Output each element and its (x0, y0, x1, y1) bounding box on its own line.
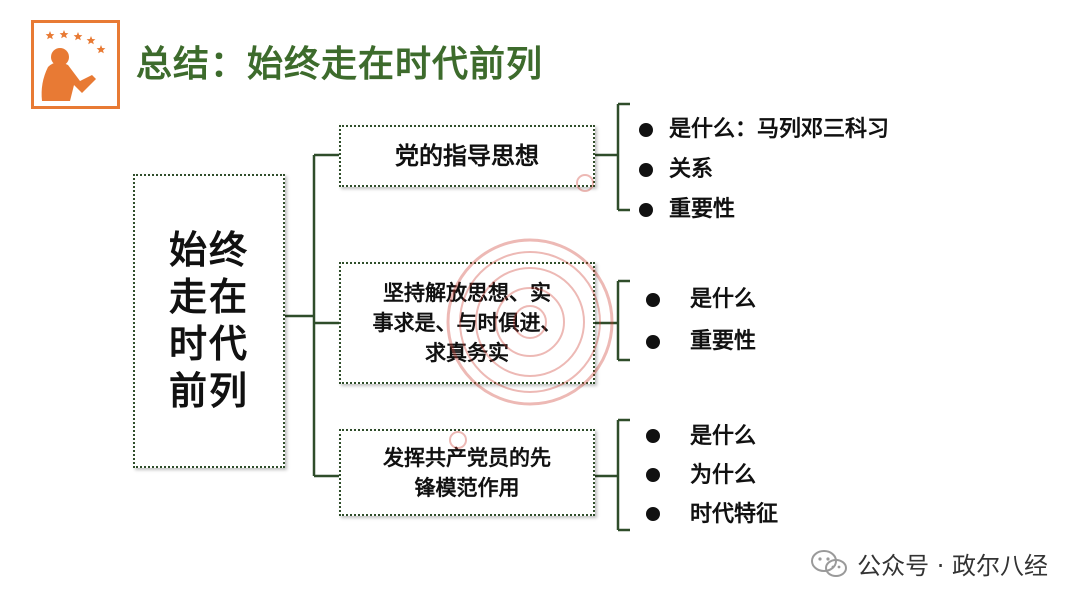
list-item: 是什么 (646, 279, 756, 321)
list-item-text: 关系 (669, 157, 714, 182)
root-node: 始终 走在 时代 前列 (133, 174, 285, 468)
bullet-icon (646, 468, 660, 482)
branch-node-seek-truth: 坚持解放思想、实 事求是、与时俱进、 求真务实 (339, 262, 595, 384)
list-item-text: 时代特征 (690, 502, 779, 527)
account-name: 公众号 · 政尔八经 (857, 552, 1048, 580)
branch-label: 发挥共产党员的先 锋模范作用 (383, 443, 551, 503)
list-item-text: 是什么：马列邓三科习 (669, 117, 890, 142)
root-node-label: 始终 走在 时代 前列 (169, 227, 249, 415)
list-item-text: 重要性 (690, 329, 757, 354)
list-item: 重要性 (646, 321, 756, 363)
wechat-icon (811, 549, 848, 577)
branch-label-line: 事求是、与时俱进、 (372, 311, 562, 335)
logo (31, 20, 120, 109)
root-line: 走在 (169, 275, 250, 319)
bullet-icon (646, 429, 660, 443)
branch-3-items: 是什么 为什么 时代特征 (646, 417, 778, 534)
root-line: 始终 (169, 228, 250, 272)
root-line: 前列 (169, 369, 250, 413)
bullet-icon (639, 123, 653, 137)
bullet-icon (639, 203, 653, 217)
page-title: 总结：始终走在时代前列 (136, 43, 544, 85)
branch-label: 党的指导思想 (395, 142, 539, 170)
list-item: 为什么 (646, 456, 778, 495)
branch-node-guiding-thought: 党的指导思想 (339, 125, 595, 187)
bullet-icon (646, 293, 660, 307)
list-item-text: 为什么 (690, 463, 757, 488)
branch-1-items: 是什么：马列邓三科习 关系 重要性 (639, 110, 889, 230)
list-item: 关系 (639, 150, 889, 190)
branch-2-items: 是什么 重要性 (646, 279, 756, 363)
bullet-icon (646, 507, 660, 521)
bullet-icon (646, 335, 660, 349)
bullet-icon (639, 163, 653, 177)
list-item-text: 是什么 (690, 424, 757, 449)
list-item: 是什么 (646, 417, 778, 456)
branch-node-vanguard-role: 发挥共产党员的先 锋模范作用 (339, 429, 595, 516)
branch-label-line: 锋模范作用 (414, 475, 520, 500)
list-item-text: 重要性 (669, 197, 736, 222)
account-watermark: 公众号 · 政尔八经 (809, 546, 1048, 581)
branch-label-line: 坚持解放思想、实 (383, 281, 551, 305)
branch-label-line: 求真务实 (425, 341, 509, 365)
list-item: 是什么：马列邓三科习 (639, 110, 889, 150)
list-item: 时代特征 (646, 495, 778, 534)
list-item: 重要性 (639, 190, 889, 230)
branch-label: 坚持解放思想、实 事求是、与时俱进、 求真务实 (373, 278, 562, 368)
root-line: 时代 (169, 322, 250, 366)
list-item-text: 是什么 (690, 287, 757, 312)
reading-figure-icon (41, 30, 106, 101)
branch-label-line: 发挥共产党员的先 (383, 445, 551, 470)
